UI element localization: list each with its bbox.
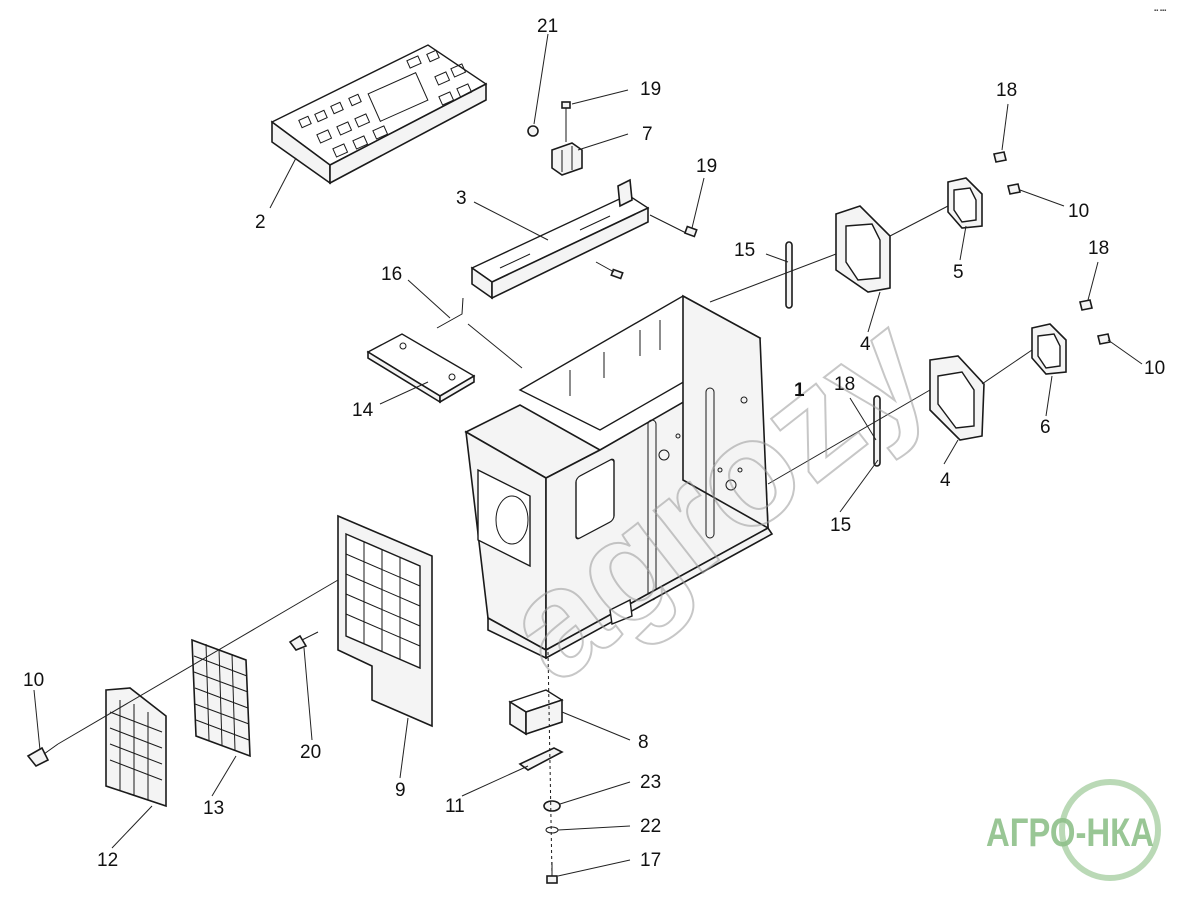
callout-4: 4 — [940, 470, 951, 491]
part-large-panel — [337, 514, 433, 728]
callout-13: 13 — [203, 798, 224, 819]
logo-text: АГРО-НКА — [986, 811, 1154, 855]
part-lower-frame-set — [873, 299, 1111, 467]
callout-2: 2 — [255, 212, 266, 233]
callout-10: 10 — [23, 670, 44, 691]
callout-10: 10 — [1068, 201, 1089, 222]
callout-16: 16 — [381, 264, 402, 285]
part-mounting-rail — [470, 178, 698, 300]
part-cover-plate — [366, 297, 476, 404]
callout-18: 18 — [996, 80, 1017, 101]
callout-18: 18 — [834, 374, 855, 395]
callout-3: 3 — [456, 188, 467, 209]
callout-6: 6 — [1040, 417, 1051, 438]
callout-7: 7 — [642, 124, 653, 145]
part-main-housing — [464, 294, 774, 660]
callout-23: 23 — [640, 772, 661, 793]
callout-15: 15 — [734, 240, 755, 261]
callout-18: 18 — [1088, 238, 1109, 259]
callout-17: 17 — [640, 850, 661, 871]
part-grille — [191, 638, 251, 758]
callout-labels: 21 19 7 19 3 2 16 14 15 4 18 10 5 18 10 … — [23, 16, 1165, 871]
part-control-panel — [270, 44, 488, 185]
callout-22: 22 — [640, 816, 661, 837]
part-bolts-left — [26, 631, 319, 768]
part-frame-grille — [105, 687, 167, 808]
brand-logo: АГРО-НКА — [986, 779, 1161, 881]
callout-14: 14 — [352, 400, 374, 421]
callout-8: 8 — [638, 732, 649, 753]
callout-21: 21 — [537, 16, 558, 37]
part-upper-frame-set — [785, 151, 1021, 309]
callout-19: 19 — [640, 79, 661, 100]
callout-9: 9 — [395, 780, 406, 801]
callout-11: 11 — [445, 796, 465, 817]
callout-4: 4 — [860, 334, 871, 355]
callout-1: 1 — [794, 380, 805, 401]
callout-19: 19 — [696, 156, 717, 177]
callout-5: 5 — [953, 262, 964, 283]
callout-10: 10 — [1144, 358, 1165, 379]
leader-lines — [33, 33, 1143, 877]
callout-12: 12 — [97, 850, 118, 871]
part-lower-stack — [508, 651, 564, 884]
callout-15: 15 — [830, 515, 851, 536]
corner-mark: ▪▪ ▪▪▪ — [1154, 8, 1166, 14]
part-hinge-bracket — [527, 101, 583, 176]
callout-20: 20 — [300, 742, 321, 763]
